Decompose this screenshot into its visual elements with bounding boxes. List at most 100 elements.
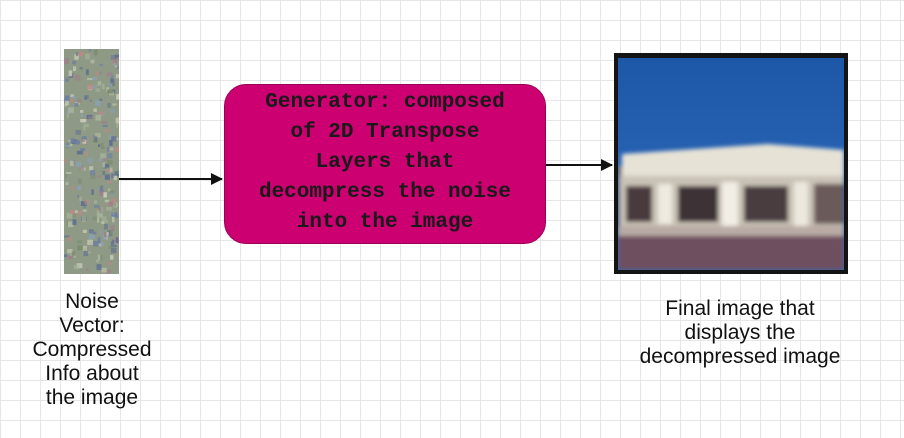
noise-pixel bbox=[68, 70, 73, 77]
noise-pixel bbox=[70, 160, 74, 166]
noise-pixel bbox=[97, 175, 102, 178]
noise-pixel bbox=[84, 95, 89, 100]
noise-pixel bbox=[64, 173, 67, 178]
noise-pixel bbox=[82, 229, 87, 233]
noise-pixel bbox=[106, 72, 113, 77]
output-image bbox=[614, 53, 848, 274]
noise-pixel bbox=[114, 171, 119, 177]
noise-pixel bbox=[110, 55, 116, 60]
noise-pixel bbox=[66, 145, 71, 147]
noise-pixel bbox=[97, 213, 103, 218]
noise-pixel bbox=[76, 263, 83, 269]
noise-pixel bbox=[107, 89, 113, 94]
noise-pixel bbox=[77, 240, 83, 244]
noise-pixel bbox=[64, 104, 67, 107]
noise-pixel bbox=[97, 217, 100, 223]
noise-pixel bbox=[112, 212, 118, 218]
noise-pixel bbox=[80, 148, 85, 152]
noise-pixel bbox=[72, 95, 76, 99]
noise-pixel bbox=[92, 231, 97, 235]
noise-pixel bbox=[87, 84, 94, 90]
noise-pixel bbox=[68, 107, 74, 113]
noise-pixel bbox=[108, 245, 112, 249]
noise-pixel bbox=[99, 229, 102, 235]
noise-pixel bbox=[68, 221, 74, 228]
noise-pixel bbox=[110, 78, 115, 82]
noise-pixel bbox=[102, 124, 108, 127]
noise-pixel bbox=[68, 139, 71, 142]
noise-pixel bbox=[106, 232, 109, 236]
noise-pixel bbox=[72, 219, 77, 225]
noise-pixel bbox=[80, 119, 87, 123]
noise-pixel bbox=[89, 99, 92, 102]
noise-pixel bbox=[114, 57, 117, 63]
noise-pixel bbox=[101, 216, 107, 222]
noise-pixel bbox=[93, 108, 97, 112]
noise-pixel bbox=[65, 182, 69, 185]
noise-pixel bbox=[110, 255, 114, 260]
noise-pixel bbox=[104, 199, 110, 203]
noise-pixel bbox=[106, 207, 112, 211]
noise-pixel bbox=[111, 173, 115, 179]
noise-pixel bbox=[95, 88, 100, 92]
noise-pixel bbox=[108, 127, 111, 131]
noise-pixel bbox=[73, 265, 80, 270]
noise-pixel bbox=[96, 209, 100, 216]
noise-pixel bbox=[83, 204, 86, 209]
noise-pixel bbox=[110, 147, 114, 151]
noise-pixel bbox=[85, 53, 90, 60]
noise-pixel bbox=[109, 83, 113, 87]
noise-pixel bbox=[94, 200, 98, 204]
noise-pixel bbox=[101, 267, 107, 273]
noise-pixel bbox=[104, 224, 108, 230]
noise-pixel bbox=[107, 153, 113, 159]
noise-pixel bbox=[113, 62, 117, 65]
noise-pixel bbox=[79, 196, 82, 201]
noise-pixel bbox=[70, 94, 75, 98]
noise-pixel bbox=[111, 136, 117, 142]
noise-pixel bbox=[68, 255, 74, 259]
noise-pixel bbox=[73, 66, 77, 71]
noise-pixel bbox=[90, 173, 96, 180]
noise-pixel bbox=[103, 158, 109, 162]
noise-pixel bbox=[92, 135, 97, 138]
noise-pixel bbox=[75, 129, 81, 135]
noise-pixel bbox=[116, 169, 119, 174]
noise-pixel bbox=[95, 114, 102, 121]
noise-pixel bbox=[88, 229, 94, 234]
noise-pixel bbox=[83, 251, 89, 257]
noise-pixel bbox=[96, 259, 99, 263]
noise-pixel bbox=[87, 78, 93, 81]
noise-pixel bbox=[99, 63, 103, 67]
noise-pixel bbox=[78, 165, 84, 171]
noise-pixel bbox=[92, 216, 97, 220]
noise-pixel bbox=[100, 255, 103, 261]
noise-pixel bbox=[107, 188, 111, 192]
noise-pixel bbox=[113, 203, 117, 207]
noise-pixel bbox=[97, 237, 101, 244]
noise-pixel bbox=[66, 212, 73, 219]
noise-pixel bbox=[84, 200, 90, 205]
noise-pixel bbox=[79, 66, 83, 70]
noise-pixel bbox=[65, 99, 69, 106]
noise-pixel bbox=[98, 111, 104, 115]
noise-pixel bbox=[99, 190, 105, 196]
noise-pixel bbox=[110, 109, 115, 113]
noise-pixel bbox=[98, 158, 102, 162]
noise-pixel bbox=[101, 221, 105, 225]
noise-pixel bbox=[67, 236, 73, 241]
noise-pixel bbox=[101, 241, 104, 246]
noise-pixel bbox=[110, 192, 114, 196]
noise-pixel bbox=[104, 129, 110, 132]
noise-pixel bbox=[102, 162, 108, 168]
noise-pixel bbox=[88, 116, 93, 120]
noise-pixel bbox=[64, 235, 70, 238]
noise-pixel bbox=[95, 132, 101, 138]
noise-pixel bbox=[74, 74, 81, 81]
noise-pixel bbox=[77, 245, 83, 251]
noise-pixel bbox=[110, 80, 115, 86]
noise-pixel bbox=[93, 240, 99, 247]
noise-pixel bbox=[116, 57, 119, 61]
noise-pixel bbox=[115, 74, 119, 79]
noise-pixel bbox=[107, 262, 113, 265]
